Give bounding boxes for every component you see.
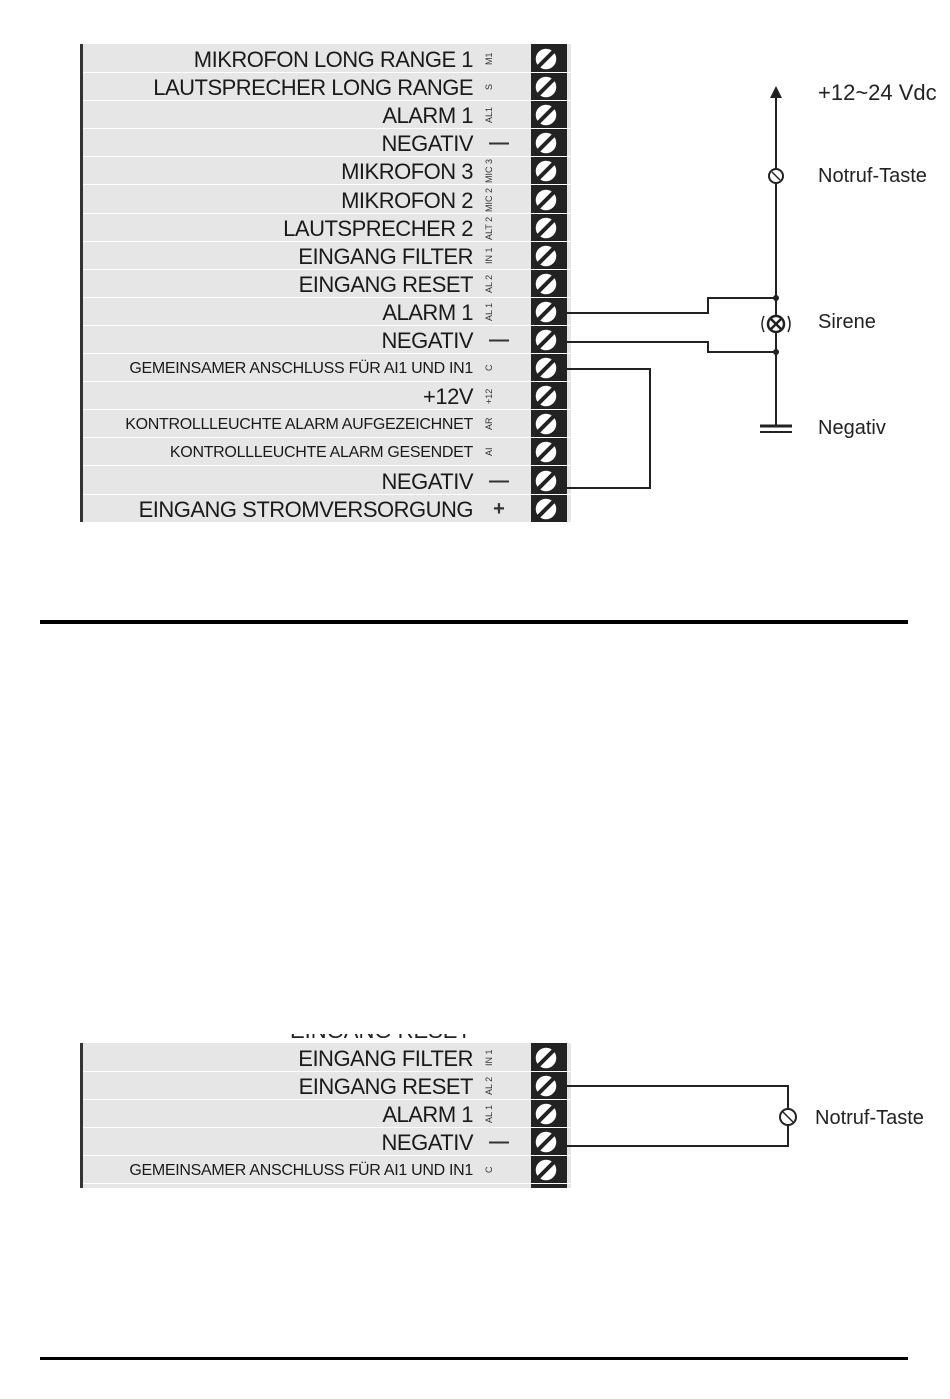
screw-terminal-icon (534, 356, 558, 380)
terminal-label: NEGATIV (381, 468, 474, 494)
supply-arrow-icon (770, 86, 782, 98)
terminal-label: EINGANG RESET (298, 271, 474, 297)
terminal-label: MIKROFON 3 (341, 159, 473, 185)
terminal-label: GEMEINSAMER ANSCHLUSS FÜR AI1 UND IN1 (129, 360, 473, 378)
terminal-row: NEGATIV — (83, 1128, 571, 1157)
wire-reset-button (562, 1085, 789, 1147)
terminal-code: AL 2 (484, 1077, 494, 1096)
terminal-row: EINGANG STROMVERSORGUNG + (83, 495, 571, 523)
terminal-row: NEGATIV — (83, 326, 571, 354)
screw-terminal-icon (534, 215, 558, 240)
screw-terminal-icon (534, 1130, 558, 1155)
screw-terminal-icon (534, 1074, 558, 1098)
jumper-c-negativ (562, 368, 651, 489)
ground-label: Negativ (818, 417, 886, 439)
terminal-code: — (489, 469, 509, 492)
terminal-row: ALARM 1 AL 1 (83, 1100, 571, 1129)
wire-negativ-siren (562, 341, 776, 353)
screw-terminal-icon (534, 384, 558, 408)
terminal-code: AL 1 (484, 1105, 494, 1124)
terminal-block-bottom (80, 1043, 571, 1188)
screw-terminal-icon (534, 159, 558, 184)
screw-terminal-icon (534, 243, 558, 268)
terminal-row: +12V+12 (83, 382, 571, 411)
terminal-row: EINGANG FILTER IN 1 (83, 1044, 571, 1072)
screw-terminal-icon (534, 328, 558, 352)
screw-terminal-icon (534, 187, 558, 212)
terminal-label: KONTROLLLEUCHTE ALARM GESENDET (169, 444, 473, 462)
terminal-row: NEGATIV — (83, 467, 571, 495)
wiring-diagram-top (562, 86, 792, 489)
terminal-label: GEMEINSAMER ANSCHLUSS FÜR AI1 UND IN1 (129, 1162, 473, 1180)
screw-terminal-icon (534, 1102, 558, 1126)
terminal-label: LAUTSPRECHER LONG RANGE (153, 75, 473, 101)
screw-terminal-icon (534, 412, 558, 437)
terminal-row: EINGANG RESET AL 2 (83, 1072, 571, 1101)
screw-terminal-icon (534, 300, 558, 324)
terminal-code: — (489, 132, 509, 155)
terminal-label: EINGANG FILTER (298, 1046, 473, 1071)
terminal-label: KONTROLLLEUCHTE ALARM AUFGEZEICHNET (125, 416, 473, 434)
supply-label: +12~24 Vdc (818, 80, 937, 105)
terminal-label: +12V (423, 384, 474, 410)
screw-terminal-icon (534, 496, 558, 521)
terminal-label: LAUTSPRECHER 2 (283, 215, 473, 241)
button-label-bottom: Notruf-Taste (815, 1107, 924, 1129)
screw-terminal-icon (534, 1158, 558, 1183)
screw-terminal-icon (534, 47, 558, 71)
terminal-code: — (489, 329, 509, 351)
screw-terminal-icon (534, 440, 558, 465)
siren-label: Sirene (818, 311, 876, 333)
terminal-label: ALARM 1 (382, 103, 473, 129)
terminal-label: EINGANG FILTER (298, 243, 473, 269)
terminal-label: ALARM 1 (382, 299, 473, 325)
screw-terminal-icon (534, 131, 558, 156)
wire-alarm1-siren (562, 297, 776, 314)
terminal-label: NEGATIV (381, 1130, 474, 1156)
terminal-row: GEMEINSAMER ANSCHLUSS FÜR AI1 UND IN1 C (83, 1156, 571, 1185)
terminal-code: IN 1 (484, 1049, 494, 1067)
terminal-code: + (493, 497, 505, 520)
terminal-label: NEGATIV (381, 328, 474, 353)
screw-terminal-icon (534, 1046, 558, 1070)
terminal-code: C (484, 1167, 494, 1174)
section-divider (40, 620, 908, 624)
terminal-label: EINGANG RESET (298, 1074, 474, 1100)
terminal-label: MIKROFON LONG RANGE 1 (193, 47, 474, 72)
screw-terminal-icon (534, 103, 558, 127)
terminal-label: ALARM 1 (382, 1102, 473, 1128)
page-footer-rule (40, 1357, 908, 1360)
terminal-label: NEGATIV (381, 131, 474, 157)
screw-terminal-icon (534, 468, 558, 493)
terminal-label: EINGANG STROMVERSORGUNG (138, 496, 474, 522)
screw-terminal-icon (534, 75, 558, 99)
button-label-top: Notruf-Taste (818, 165, 927, 187)
terminal-label: MIKROFON 2 (341, 187, 473, 213)
terminal-code: — (489, 1131, 509, 1154)
terminal-row: NEGATIV — (83, 129, 571, 158)
screw-terminal-icon (534, 272, 558, 296)
partial-label: EINGANG RESET (290, 1034, 480, 1042)
notruf-switch-icon (779, 1108, 797, 1126)
